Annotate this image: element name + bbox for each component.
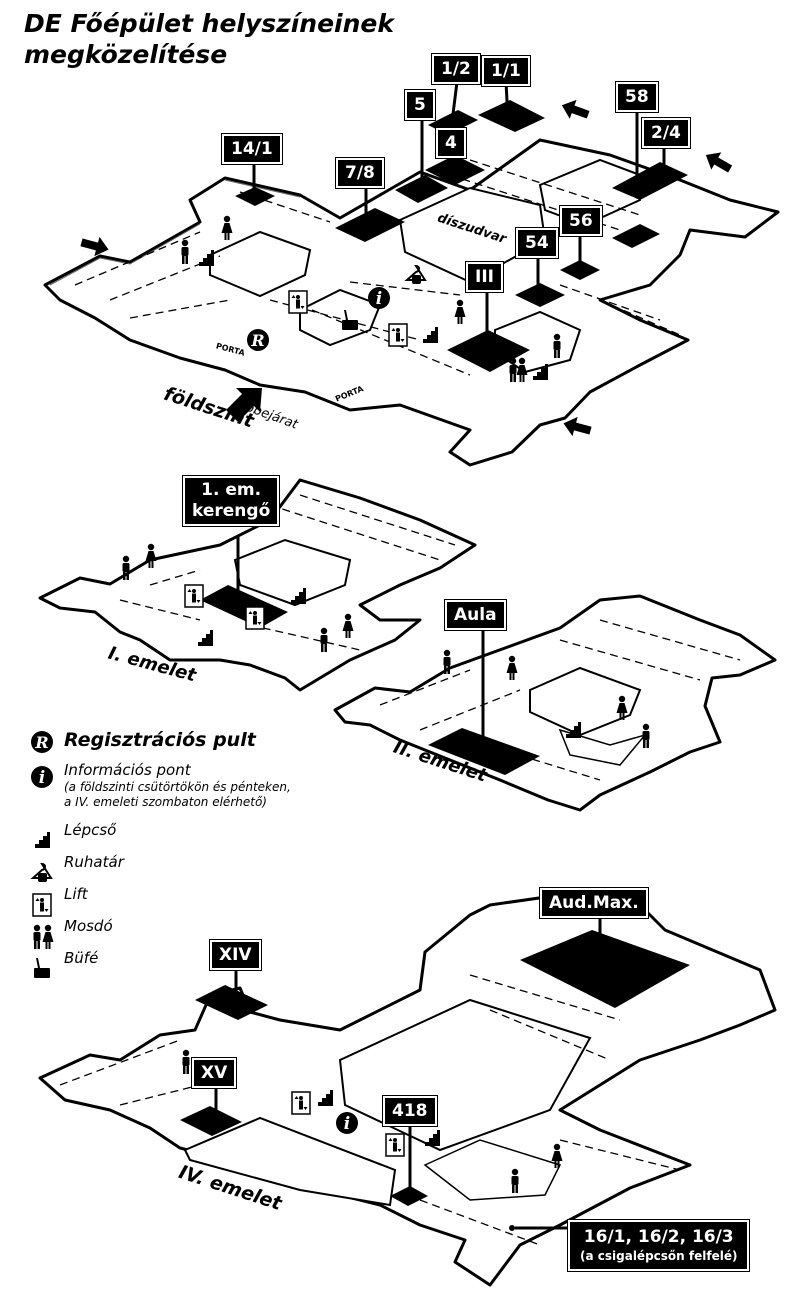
- first-floor-plan: I. emelet: [38, 478, 477, 692]
- map-title: DE Főépület helyszíneinek megközelítése: [24, 8, 394, 70]
- map-title-line-1: DE Főépület helyszíneinek: [24, 9, 394, 38]
- room-block-audmax: [520, 930, 690, 1008]
- kerengo-line-1: 1. em.: [201, 480, 262, 500]
- legend-item-lift: Lift: [26, 884, 356, 916]
- legend-item-buffet: Büfé: [26, 948, 356, 980]
- map-title-line-2: megközelítése: [24, 40, 228, 69]
- room-block-56: [612, 224, 660, 248]
- room-block-54: [515, 283, 565, 307]
- entrance-arrow-icon: [558, 95, 592, 125]
- legend-label-wardrobe: Ruhatár: [64, 853, 124, 871]
- second-floor-plan: II. emelet: [333, 594, 777, 812]
- lift-icon-slot: [26, 884, 58, 910]
- lift-icon: [184, 584, 204, 608]
- legend-label-info-block: Információs pont (a földszinti csütörtök…: [58, 760, 291, 810]
- room-label-58: 58: [615, 81, 659, 113]
- room-block-xiv: [195, 985, 268, 1020]
- room-label-7-8: 7/8: [335, 157, 385, 189]
- legend-info-note-2: a IV. emeleti szombaton elérhető): [64, 795, 267, 809]
- registration-icon: [247, 329, 269, 351]
- entrance-arrow-icon: [78, 232, 112, 260]
- stairs-icon-slot: [26, 820, 58, 846]
- second-floor-courtyard: [529, 666, 642, 737]
- legend-item-registration: Regisztrációs pult: [26, 728, 356, 760]
- room-block-14-1: [235, 187, 275, 206]
- legend-label-toilet: Mosdó: [64, 917, 113, 935]
- room-label-kerengo: 1. em. kerengő: [181, 475, 281, 527]
- spiral-stair-note: 16/1, 16/2, 16/3 (a csigalépcsőn felfelé…: [566, 1219, 751, 1272]
- room-block-54a: [560, 260, 600, 280]
- room-label-xiv: XIV: [209, 939, 262, 971]
- legend-label-lift: Lift: [64, 885, 88, 903]
- room-block-kerengo: [200, 585, 288, 628]
- legend: Regisztrációs pult Információs pont (a f…: [26, 728, 356, 980]
- legend-label-info: Információs pont: [64, 761, 191, 779]
- info-icon-slot: [26, 760, 58, 786]
- toilet-icon-slot: [26, 916, 58, 942]
- room-block-1-1: [478, 100, 545, 132]
- legend-item-info: Információs pont (a földszinti csütörtök…: [26, 760, 356, 820]
- room-label-audmax: Aud.Max.: [539, 887, 649, 919]
- legend-label-stairs: Lépcső: [64, 821, 117, 839]
- room-label-aula: Aula: [444, 599, 507, 631]
- room-label-54: 54: [515, 227, 559, 259]
- entrance-arrow-icon: [700, 146, 736, 178]
- room-label-xv: XV: [190, 1057, 238, 1089]
- room-block-aula: [428, 728, 540, 775]
- spiral-stair-direction: (a csigalépcsőn felfelé): [580, 1249, 738, 1263]
- first-floor-courtyard: [233, 538, 352, 607]
- wardrobe-icon-slot: [26, 852, 58, 878]
- info-icon: [368, 287, 390, 309]
- legend-item-toilet: Mosdó: [26, 916, 356, 948]
- spiral-stair-rooms: 16/1, 16/2, 16/3: [583, 1227, 734, 1247]
- room-label-14-1: 14/1: [221, 133, 283, 165]
- room-block-5: [395, 175, 448, 203]
- room-label-III: III: [465, 261, 504, 293]
- room-label-1-1: 1/1: [481, 55, 531, 87]
- registration-icon-slot: [26, 728, 58, 754]
- room-label-56: 56: [559, 205, 603, 237]
- room-label-4: 4: [435, 127, 467, 159]
- room-label-5: 5: [404, 89, 436, 121]
- kerengo-line-2: kerengő: [192, 501, 271, 521]
- room-block-7-8: [335, 208, 405, 242]
- room-block-418: [390, 1186, 428, 1206]
- legend-info-note-1: (a földszinti csütörtökön és pénteken,: [64, 780, 291, 794]
- lift-icon: [291, 1091, 311, 1115]
- legend-item-stairs: Lépcső: [26, 820, 356, 852]
- room-block-xv: [180, 1106, 242, 1136]
- lift-icon: [245, 606, 265, 630]
- courtyard-left: [209, 230, 312, 298]
- legend-item-wardrobe: Ruhatár: [26, 852, 356, 884]
- room-label-2-4: 2/4: [641, 117, 691, 149]
- lift-icon: [388, 323, 408, 347]
- buffet-icon-slot: [26, 948, 58, 974]
- legend-label-buffet: Büfé: [64, 949, 99, 967]
- lift-icon: [385, 1133, 405, 1157]
- info-icon: [336, 1112, 358, 1134]
- legend-label-registration: Regisztrációs pult: [64, 729, 256, 751]
- room-label-418: 418: [382, 1095, 438, 1127]
- main-entrance-arrow-icon: [226, 388, 262, 422]
- lift-icon: [288, 290, 308, 314]
- room-label-1-2: 1/2: [431, 53, 481, 85]
- room-block-58: [612, 162, 688, 200]
- fourth-floor-plan: IV. emelet: [38, 893, 777, 1287]
